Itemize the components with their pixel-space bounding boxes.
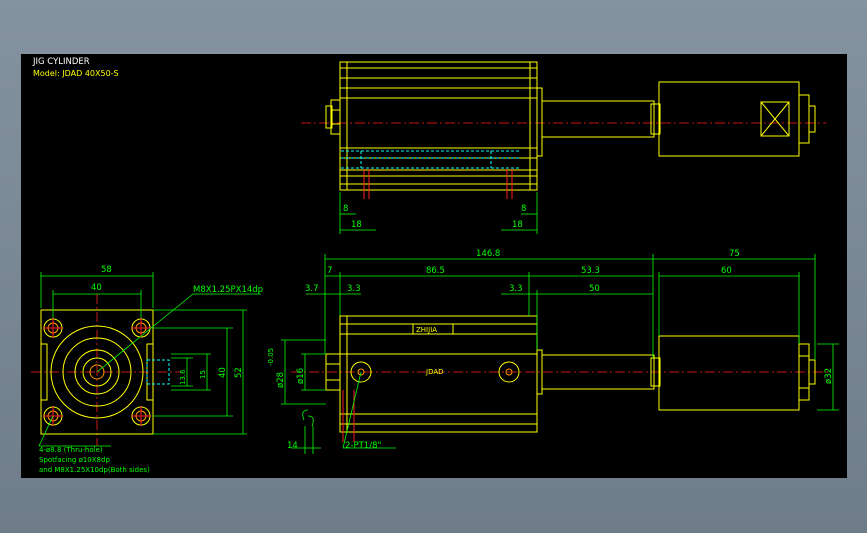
- top-head: [658, 81, 800, 157]
- port-callout: M8X1.25PX14dp: [193, 285, 263, 295]
- dim-dia-16: ø16: [296, 368, 306, 384]
- dim-40-width: 40: [91, 283, 102, 293]
- dim-40-height: 40: [218, 367, 228, 378]
- hole-note-3: and M8X1.25X10dp(Both sides): [39, 466, 150, 474]
- side-rod: [541, 354, 655, 390]
- dim-52: 52: [234, 367, 244, 378]
- dim-15: 15: [199, 370, 207, 379]
- dim-3-3-left: 3.3: [347, 284, 361, 294]
- drawing-title: JIG CYLINDER: [32, 57, 90, 67]
- dim-7: 7: [327, 266, 332, 276]
- dim-dia-28-tol: -0.05: [267, 348, 275, 366]
- port-left: [350, 361, 372, 383]
- top-hidden-bores: [341, 150, 521, 169]
- dim-18-right: 18: [512, 220, 523, 230]
- dim-14: 14: [287, 441, 298, 451]
- drawing-canvas: [21, 54, 847, 478]
- dim-3-3-right: 3.3: [509, 284, 523, 294]
- dim-8-left: 8: [343, 204, 348, 214]
- model-label: Model: JDAD 40X50-S: [33, 69, 119, 78]
- dim-dia-28: ø28: [276, 372, 286, 388]
- dim-58: 58: [101, 265, 112, 275]
- dim-3-7: 3.7: [305, 284, 319, 294]
- dim-dia-32: ø32: [824, 368, 834, 384]
- hole-note-1: 4-ø8.8 (Thru-hole): [39, 446, 103, 454]
- top-rod: [541, 100, 655, 138]
- port-note: 2-PT1/8": [345, 441, 381, 451]
- port-right: [498, 361, 520, 383]
- brand-label: ZHIJIA: [416, 326, 437, 334]
- side-head: [658, 335, 800, 411]
- dim-86-5: 86.5: [426, 266, 445, 276]
- cad-drawing: JIG CYLINDER Model: JDAD 40X50-S: [31, 57, 839, 474]
- dim-13-6: 13.6: [179, 369, 187, 385]
- side-view: ZHIJIA JDAD 146.8 75 7 86.5 53.3: [267, 249, 839, 454]
- hole-note-2: Spotfacing ø10X8dp: [39, 456, 110, 464]
- dim-8-right: 8: [521, 204, 526, 214]
- dim-53-3: 53.3: [581, 266, 600, 276]
- dim-75: 75: [729, 249, 740, 259]
- dim-60: 60: [721, 266, 732, 276]
- end-body: [40, 309, 154, 435]
- dim-146-8: 146.8: [476, 249, 500, 259]
- top-view: 8 18 18 8: [301, 61, 826, 234]
- dim-50: 50: [589, 284, 600, 294]
- dim-18-left: 18: [351, 220, 362, 230]
- body-mark: JDAD: [425, 368, 444, 376]
- end-view: 58 40 M8X1.25PX14dp 13.6 15 40 52 4-ø8.8…: [31, 265, 263, 474]
